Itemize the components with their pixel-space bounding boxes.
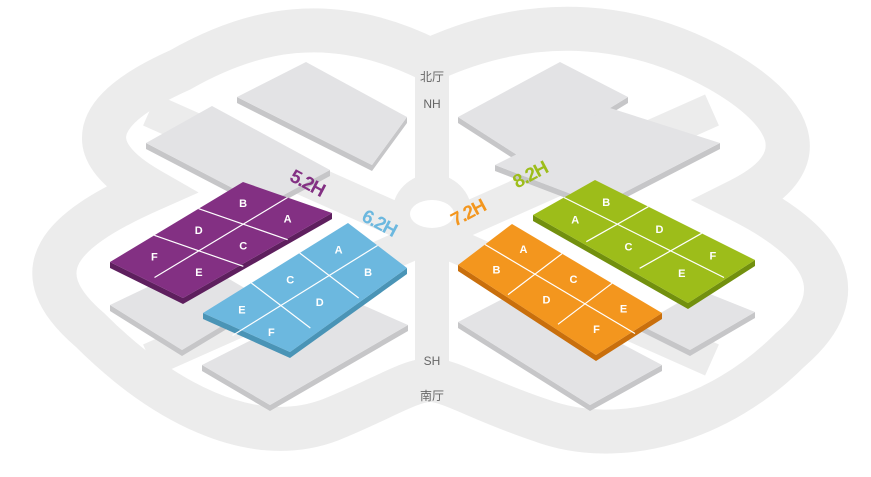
gray-hall-side <box>110 300 265 356</box>
section-b[interactable]: B <box>239 198 247 210</box>
section-f[interactable]: F <box>151 251 158 263</box>
section-a[interactable]: A <box>335 244 343 256</box>
hall-floor <box>533 180 755 303</box>
section-d[interactable]: D <box>543 294 551 306</box>
section-e[interactable]: E <box>678 268 685 280</box>
section-e[interactable]: E <box>195 267 202 279</box>
section-d[interactable]: D <box>195 225 203 237</box>
hall-7-2h[interactable]: A B C D E F <box>458 224 662 361</box>
gray-hall <box>640 290 755 350</box>
south-hall-cn-label: 南厅 <box>419 389 445 403</box>
section-a[interactable]: A <box>571 215 579 227</box>
other-halls <box>110 62 755 411</box>
hall-floor <box>110 182 332 298</box>
gray-hall <box>237 62 407 165</box>
section-a[interactable]: A <box>520 244 528 256</box>
gray-hall-side <box>640 312 755 356</box>
section-f[interactable]: F <box>268 327 275 339</box>
section-d[interactable]: D <box>656 224 664 236</box>
section-d[interactable]: D <box>316 297 324 309</box>
section-c[interactable]: C <box>286 274 294 286</box>
gray-hall-side <box>458 97 628 166</box>
section-c[interactable]: C <box>570 274 578 286</box>
gray-hall <box>202 295 408 405</box>
section-c[interactable]: C <box>239 240 247 252</box>
gray-hall <box>146 106 330 205</box>
section-divider <box>232 244 378 337</box>
north-hall-label: NH <box>423 97 441 111</box>
section-f[interactable]: F <box>593 324 600 336</box>
section-c[interactable]: C <box>625 241 633 253</box>
section-divider <box>154 196 288 279</box>
hall-floor <box>203 223 407 352</box>
section-divider <box>563 196 725 279</box>
gray-hall <box>495 108 720 205</box>
section-f[interactable]: F <box>709 250 716 262</box>
section-b[interactable]: B <box>364 267 372 279</box>
gray-hall <box>458 62 628 160</box>
south-hall-label: SH <box>423 354 441 368</box>
section-e[interactable]: E <box>620 303 627 315</box>
gray-hall <box>458 290 662 405</box>
section-b[interactable]: B <box>602 197 610 209</box>
section-e[interactable]: E <box>238 304 245 316</box>
gray-hall <box>110 262 265 350</box>
hall-6-2h[interactable]: A B C D E F <box>203 223 407 358</box>
hall-8-2h[interactable]: B A D C F E <box>533 180 755 309</box>
section-divider <box>484 243 636 335</box>
hall-5-2h[interactable]: B A D C F E <box>110 182 332 304</box>
section-b[interactable]: B <box>493 265 501 277</box>
north-hall-cn-label: 北厅 <box>419 70 445 84</box>
section-a[interactable]: A <box>284 214 292 226</box>
highlighted-halls: B A D C F E A B C D E F A B C D E F B A D C F E <box>110 180 755 361</box>
plaza-center <box>410 200 454 228</box>
